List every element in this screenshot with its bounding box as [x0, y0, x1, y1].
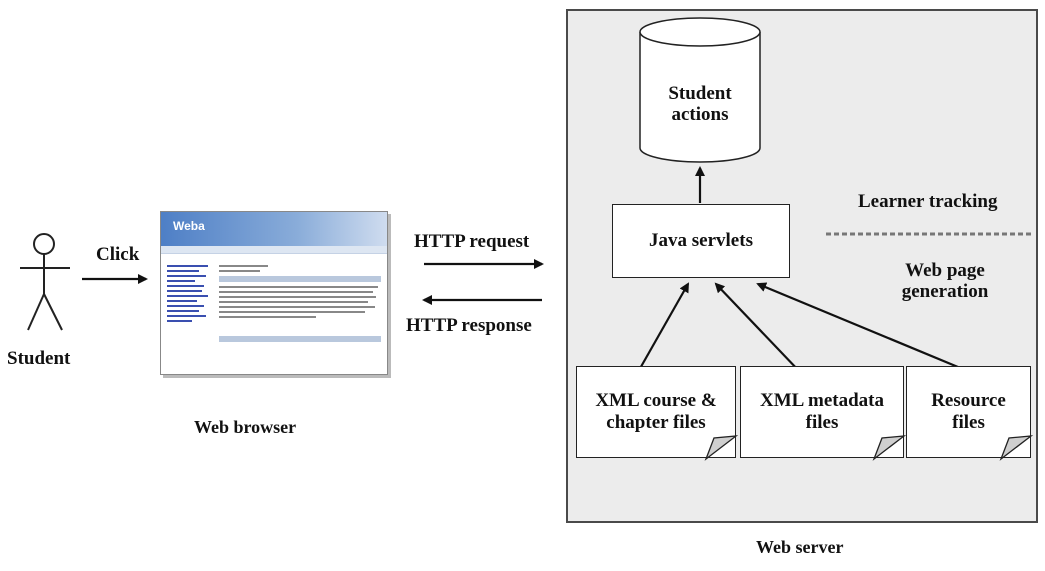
web-browser-label: Web browser	[194, 417, 297, 437]
click-label: Click	[96, 244, 140, 265]
resource-files-arrow	[756, 282, 971, 374]
java-servlets-box: Java servlets	[612, 204, 790, 278]
browser-screenshot: Weba	[160, 211, 388, 375]
metadata-file-fold-icon	[872, 435, 907, 461]
xml-course-files-box: XML course & chapter files	[576, 366, 736, 458]
xml-metadata-files-box: XML metadata files	[740, 366, 904, 458]
course-file-fold-icon	[704, 435, 739, 461]
course-files-arrow	[637, 282, 689, 373]
http-request-label: HTTP request	[414, 231, 530, 252]
database-cylinder-icon	[639, 17, 761, 163]
xml-metadata-files-label: XML metadata files	[759, 390, 884, 433]
web-page-generation-label: Web page generation	[901, 260, 989, 302]
student-actions-label: Student actions	[668, 83, 732, 125]
java-servlets-label: Java servlets	[649, 230, 753, 252]
student-figure-icon	[20, 233, 70, 331]
browser-screenshot-content	[219, 262, 381, 366]
http-response-label: HTTP response	[406, 315, 532, 336]
browser-screenshot-header: Weba	[161, 212, 387, 246]
browser-screenshot-title: Weba	[173, 219, 205, 233]
resource-file-fold-icon	[999, 435, 1034, 461]
resource-files-label: Resource files	[931, 390, 1006, 433]
web-server-label: Web server	[756, 537, 844, 557]
metadata-files-arrow	[714, 282, 801, 373]
learner-tracking-label: Learner tracking	[858, 191, 998, 212]
browser-screenshot-toolbar	[161, 246, 387, 254]
browser-screenshot-nav	[167, 262, 213, 366]
student-label: Student	[7, 348, 71, 369]
xml-course-files-label: XML course & chapter files	[595, 390, 717, 433]
